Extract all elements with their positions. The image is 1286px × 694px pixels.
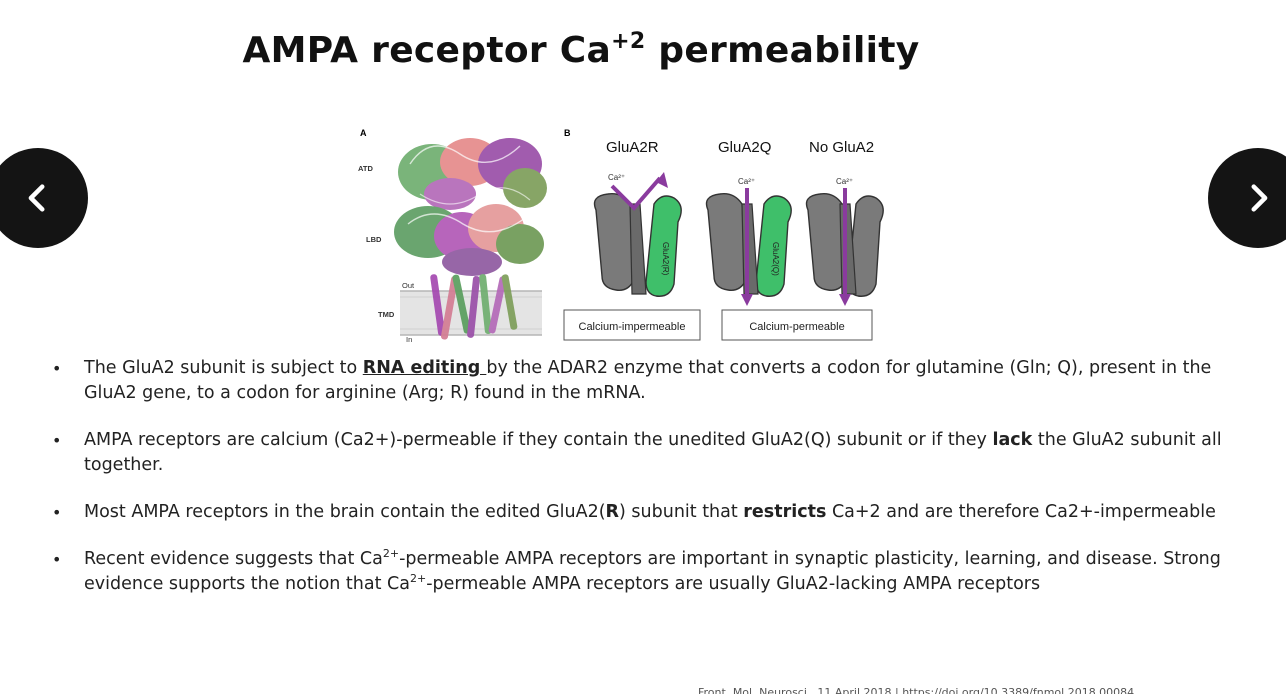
tmd-label: TMD bbox=[378, 310, 395, 319]
channel-glua2q: GluA2(Q) Ca²⁺ bbox=[705, 177, 792, 306]
next-slide-button[interactable] bbox=[1208, 148, 1286, 248]
bullet-4-text-c: -permeable AMPA receptors are usually Gl… bbox=[426, 574, 1041, 594]
bullet-calcium-permeable: AMPA receptors are calcium (Ca2+)-permea… bbox=[50, 428, 1260, 478]
bullet-3-text-c: Ca+2 and are therefore Ca2+-impermeable bbox=[826, 502, 1216, 522]
title-end: permeability bbox=[645, 30, 920, 71]
panel-b-schematic: B GluA2R GluA2Q No GluA2 GluA2(R) Ca²⁺ G… bbox=[563, 128, 884, 341]
membrane-in-label: In bbox=[406, 335, 412, 344]
permeable-box bbox=[721, 309, 873, 341]
bullet-2-text-b: the GluA2 subunit all together. bbox=[84, 430, 1222, 475]
slide-title: AMPA receptor Ca+2 permeability bbox=[0, 30, 1162, 71]
bullet-list: The GluA2 subunit is subject to RNA edit… bbox=[50, 356, 1260, 619]
citation: Front. Mol. Neurosci., 11 April 2018 | h… bbox=[698, 686, 1135, 694]
rna-editing-link[interactable]: RNA editing bbox=[362, 358, 487, 378]
col-no-glua2-label: No GluA2 bbox=[809, 139, 874, 156]
bullet-4-sup-a: 2+ bbox=[382, 547, 400, 560]
bullet-2-text-a: AMPA receptors are calcium (Ca2+)-permea… bbox=[84, 430, 993, 450]
bullet-4-sup-b: 2+ bbox=[409, 572, 427, 585]
subunit-r-label: GluA2(R) bbox=[661, 242, 670, 276]
subunit-q-label: GluA2(Q) bbox=[771, 242, 780, 276]
title-main: AMPA receptor Ca bbox=[242, 30, 612, 71]
panel-a-structure: A ATD LBD TMD Out In bbox=[358, 128, 547, 344]
bullet-1-text-b: by the ADAR2 enzyme that converts a codo… bbox=[84, 358, 1212, 403]
channel-no-glua2: Ca²⁺ bbox=[805, 177, 884, 306]
chevron-left-icon bbox=[28, 184, 45, 212]
atd-label: ATD bbox=[358, 164, 373, 173]
bullet-3-bold-restricts: restricts bbox=[743, 502, 827, 522]
panel-a-label: A bbox=[360, 128, 367, 138]
ca-label-r: Ca²⁺ bbox=[608, 173, 625, 182]
bullet-recent-evidence: Recent evidence suggests that Ca2+-perme… bbox=[50, 547, 1260, 597]
bullet-3-text-b: ) subunit that bbox=[619, 502, 744, 522]
permeable-box-label: Calcium-permeable bbox=[749, 321, 844, 333]
impermeable-box bbox=[563, 309, 701, 341]
channel-glua2r: GluA2(R) Ca²⁺ bbox=[593, 172, 682, 297]
bullet-4-text-a: Recent evidence suggests that Ca bbox=[84, 549, 383, 569]
bullet-3-bold-r: R bbox=[605, 502, 620, 522]
bullet-3-text-a: Most AMPA receptors in the brain contain… bbox=[84, 502, 606, 522]
bullet-4-text-b: -permeable AMPA receptors are important … bbox=[84, 549, 1221, 594]
title-superscript: +2 bbox=[611, 29, 646, 54]
ca-block-arrow bbox=[610, 176, 662, 211]
bullet-1-text-a: The GluA2 subunit is subject to bbox=[84, 358, 363, 378]
protein-ribbon-structure bbox=[394, 138, 547, 340]
col-glua2q-label: GluA2Q bbox=[718, 139, 771, 156]
lbd-label: LBD bbox=[366, 235, 382, 244]
bullet-rna-editing: The GluA2 subunit is subject to RNA edit… bbox=[50, 356, 1260, 406]
previous-slide-button[interactable] bbox=[0, 148, 88, 248]
panel-b-label: B bbox=[564, 128, 571, 138]
receptor-figure: A ATD LBD TMD Out In bbox=[358, 128, 884, 344]
membrane-out-label: Out bbox=[402, 281, 415, 290]
ca-label-q: Ca²⁺ bbox=[738, 177, 755, 186]
col-glua2r-label: GluA2R bbox=[606, 139, 659, 156]
bullet-2-bold: lack bbox=[992, 430, 1033, 450]
impermeable-box-label: Calcium-impermeable bbox=[579, 321, 686, 333]
subunit-q-green bbox=[755, 195, 792, 297]
bullet-edited-subunit: Most AMPA receptors in the brain contain… bbox=[50, 500, 1260, 525]
ca-label-none: Ca²⁺ bbox=[836, 177, 853, 186]
subunit-r-green bbox=[645, 195, 682, 297]
chevron-right-icon bbox=[1251, 184, 1268, 212]
